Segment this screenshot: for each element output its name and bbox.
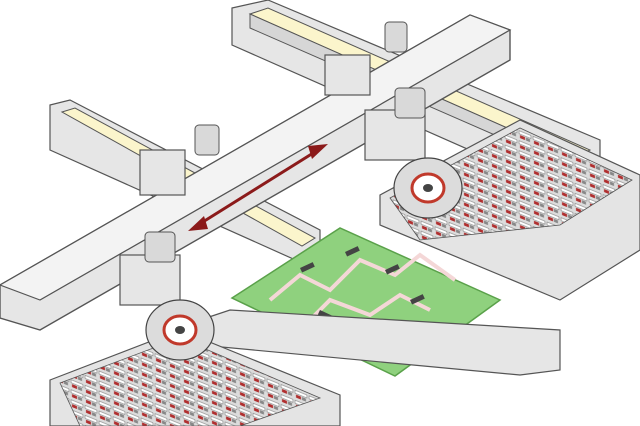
- feeder-bank-left: [49, 329, 341, 426]
- placement-head-left: [119, 231, 215, 361]
- placement-head-right: [364, 87, 463, 219]
- gantry-beam: [0, 14, 512, 331]
- turret-head-right-icon: [393, 157, 463, 219]
- double-headed-arrow-icon: [188, 144, 328, 231]
- placement-path: [268, 252, 457, 302]
- carriage-left: [139, 124, 220, 196]
- turret-head-left-icon: [145, 299, 215, 361]
- carriage-back: [324, 21, 408, 96]
